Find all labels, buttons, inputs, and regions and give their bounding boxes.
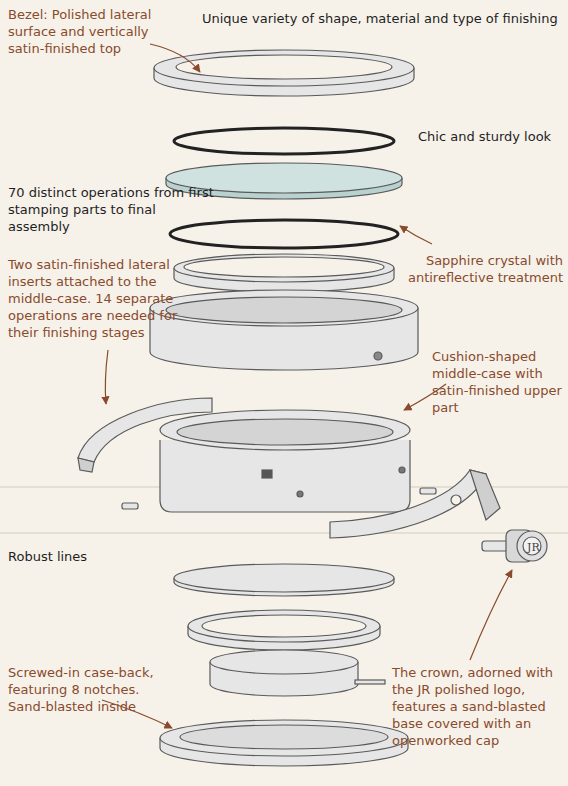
part-note: Cushion-shaped middle-case with satin-fi… — [432, 348, 564, 416]
slogan-note: 70 distinct operations from first stampi… — [8, 184, 218, 235]
heading-note: Unique variety of shape, material and ty… — [202, 10, 564, 27]
part-note: Two satin-finished lateral inserts attac… — [8, 256, 178, 341]
part-note: Sapphire crystal with antireflective tre… — [398, 252, 563, 286]
part-note: Bezel: Polished lateral surface and vert… — [8, 6, 183, 57]
slogan-note: Robust lines — [8, 548, 158, 565]
svg-text:JR: JR — [526, 541, 540, 554]
part-note: The crown, adorned with the JR polished … — [392, 664, 564, 749]
part-note: Screwed-in case-back, featuring 8 notche… — [8, 664, 173, 715]
slogan-note: Chic and sturdy look — [418, 128, 563, 145]
